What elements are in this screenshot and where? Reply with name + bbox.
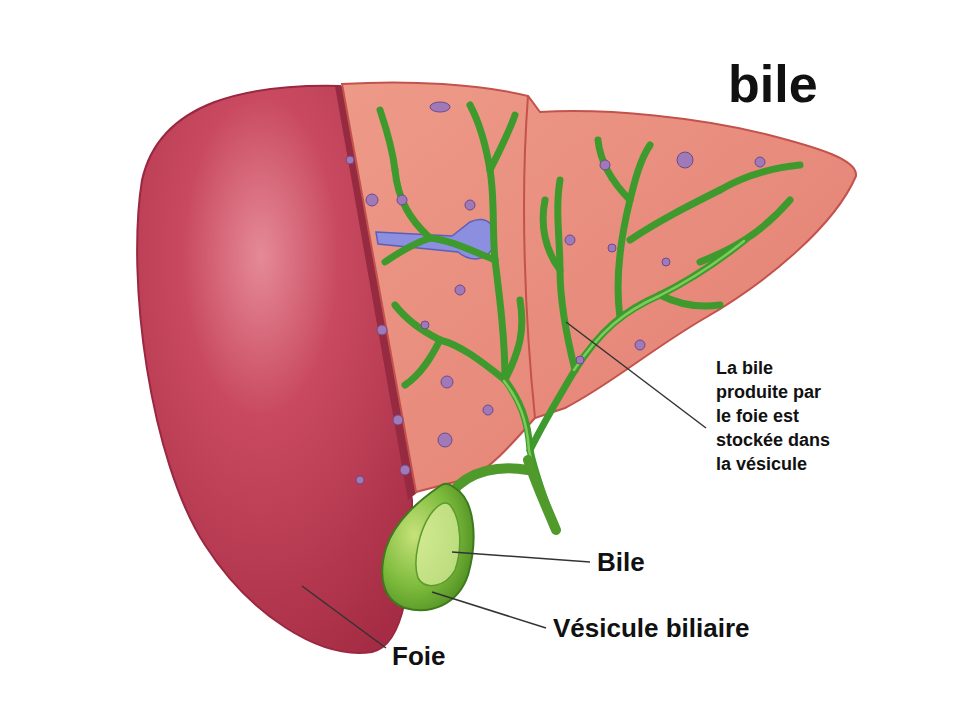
common-bile-duct — [528, 460, 556, 530]
diagram-title: bile — [728, 54, 818, 114]
lobe-divider — [524, 96, 535, 418]
part-label: Bile — [597, 546, 645, 578]
leader-lines — [302, 322, 706, 648]
cystic-duct — [452, 468, 528, 492]
part-label: Foie — [392, 640, 445, 672]
bile-in-gallbladder — [416, 503, 460, 586]
liver-cut-face — [342, 83, 856, 493]
gallbladder — [382, 484, 473, 610]
callout-note: La bile produite par le foie est stockée… — [716, 356, 836, 476]
part-label: Vésicule biliaire — [553, 612, 750, 644]
vessel-dots — [346, 102, 765, 484]
